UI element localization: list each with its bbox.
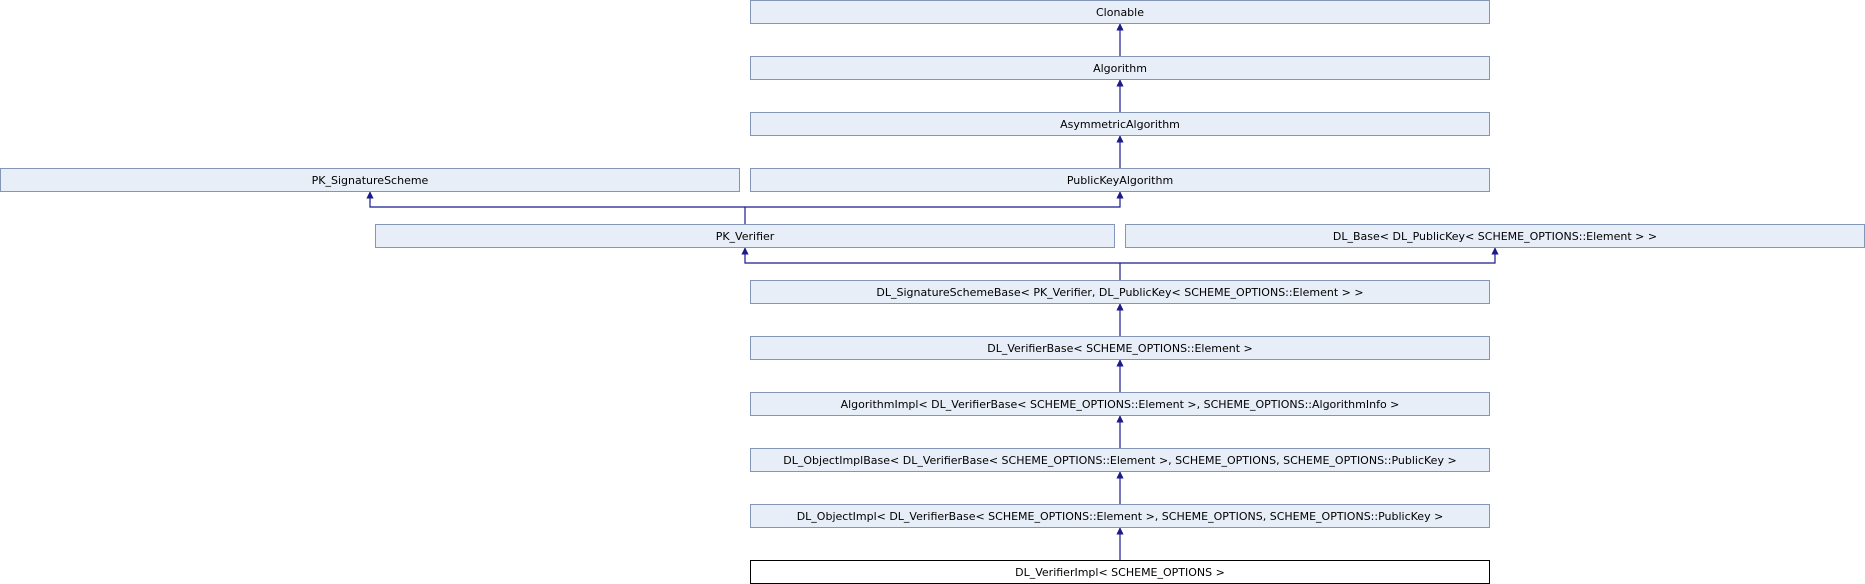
node-dl-object-impl[interactable]: DL_ObjectImpl< DL_VerifierBase< SCHEME_O…: [750, 504, 1490, 528]
node-dl-object-impl-base[interactable]: DL_ObjectImplBase< DL_VerifierBase< SCHE…: [750, 448, 1490, 472]
node-clonable[interactable]: Clonable: [750, 0, 1490, 24]
node-dl-verifier-impl: DL_VerifierImpl< SCHEME_OPTIONS >: [750, 560, 1490, 584]
node-pk-signature-scheme[interactable]: PK_SignatureScheme: [0, 168, 740, 192]
node-algorithm[interactable]: Algorithm: [750, 56, 1490, 80]
node-dl-base[interactable]: DL_Base< DL_PublicKey< SCHEME_OPTIONS::E…: [1125, 224, 1865, 248]
node-pk-verifier[interactable]: PK_Verifier: [375, 224, 1115, 248]
node-algorithm-impl[interactable]: AlgorithmImpl< DL_VerifierBase< SCHEME_O…: [750, 392, 1490, 416]
edge-verifier-to-signaturescheme: [366, 191, 745, 208]
node-dl-verifier-base[interactable]: DL_VerifierBase< SCHEME_OPTIONS::Element…: [750, 336, 1490, 360]
edge-sigbase-to-dlbase: [1120, 247, 1499, 264]
node-asymmetric-algorithm[interactable]: AsymmetricAlgorithm: [750, 112, 1490, 136]
edge-verifier-to-publickey: [745, 191, 1124, 208]
node-public-key-algorithm[interactable]: PublicKeyAlgorithm: [750, 168, 1490, 192]
node-dl-signature-scheme-base[interactable]: DL_SignatureSchemeBase< PK_Verifier, DL_…: [750, 280, 1490, 304]
edge-sigbase-to-verifier: [741, 247, 1120, 264]
